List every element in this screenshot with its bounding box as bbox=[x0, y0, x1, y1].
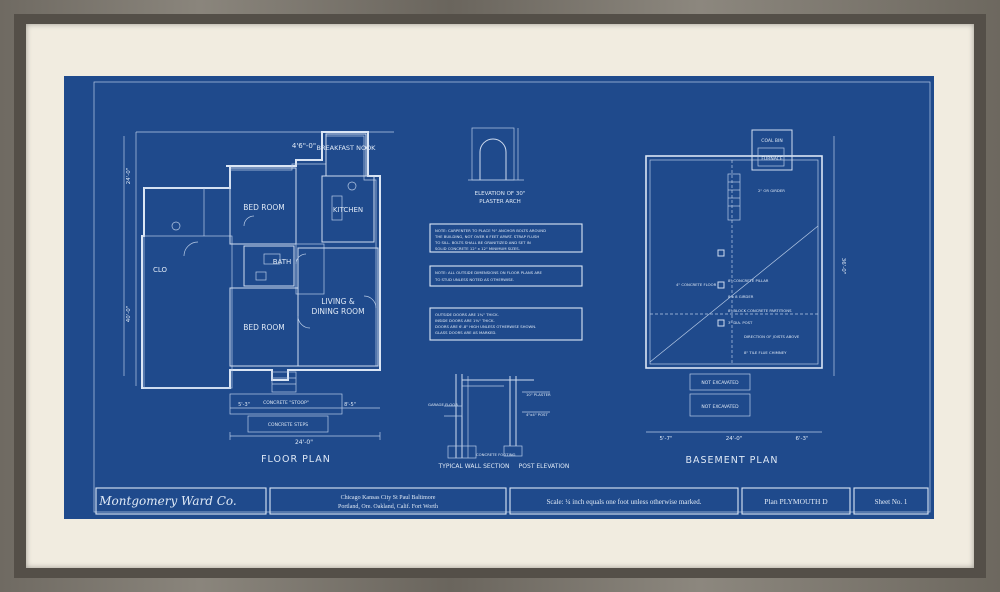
dining-room-label: DINING ROOM bbox=[311, 307, 364, 316]
wall-section-detail bbox=[444, 374, 550, 459]
doors-note-box bbox=[429, 307, 583, 341]
kitchen-label: KITCHEN bbox=[333, 206, 363, 214]
basement-plan bbox=[645, 129, 835, 433]
note1-line-4: SOLID CONCRETE 12" x 12" MINIMUM SIZES. bbox=[435, 246, 520, 251]
bath-label: BATH bbox=[273, 258, 292, 266]
clo-label: CLO bbox=[153, 266, 168, 274]
sheet-number: Sheet No. 1 bbox=[875, 498, 908, 506]
right-offset-dimension: 8'-5" bbox=[344, 402, 356, 408]
bed-room-1-label: BED ROOM bbox=[243, 203, 285, 212]
plan-name: Plan PLYMOUTH D bbox=[764, 497, 828, 506]
coal-bin-label: COAL BIN bbox=[761, 138, 782, 144]
note3-line-1: OUTSIDE DOORS ARE 1¾" THICK. bbox=[435, 312, 499, 317]
post-elevation-title: POST ELEVATION bbox=[519, 463, 570, 470]
dia-post-label: 3" DIA. POST bbox=[728, 320, 753, 325]
note2-line-2: TO STUD UNLESS NOTED AS OTHERWISE. bbox=[434, 277, 514, 282]
floor-plan bbox=[123, 131, 394, 440]
garage-area bbox=[143, 235, 233, 389]
cities-line-1: Chicago Kansas City St Paul Baltimore bbox=[341, 495, 436, 501]
note3-line-3: DOORS ARE 6'-8" HIGH UNLESS OTHERWISE SH… bbox=[435, 324, 536, 329]
floor-plan-title: FLOOR PLAN bbox=[261, 454, 331, 465]
overall-width-dimension: 24'-0" bbox=[295, 439, 313, 446]
concrete-floor-label: 4" CONCRETE FLOOR bbox=[676, 282, 717, 287]
not-excavated-label-1: NOT EXCAVATED bbox=[701, 380, 739, 386]
breakfast-nook-label: BREAKFAST NOOK bbox=[317, 144, 377, 152]
left-side-dimension-b: 40'-0" bbox=[126, 306, 132, 323]
concrete-footing-label: CONCRETE FOOTING bbox=[476, 452, 516, 457]
title-block bbox=[95, 487, 929, 515]
bed-room-2-label: BED ROOM bbox=[243, 323, 285, 332]
plaster-arch-elevation bbox=[468, 127, 524, 181]
breakfast-nook bbox=[325, 133, 367, 177]
not-excavated-area-2 bbox=[689, 393, 751, 417]
note3-line-2: INSIDE DOORS ARE 1⅜" THICK. bbox=[435, 318, 495, 323]
arch-title-line-2: PLASTER ARCH bbox=[479, 199, 520, 205]
cities-line-2: Portland, Ore. Oakland, Calif. Fort Wort… bbox=[338, 503, 438, 510]
concrete-stoop-label: CONCRETE "STOOP" bbox=[263, 400, 309, 406]
left-offset-dimension: 5'-3" bbox=[238, 402, 250, 408]
left-side-dimension-a: 24'-0" bbox=[126, 168, 132, 185]
note1-line-1: NOTE: CARPENTER TO PLACE ½" ANCHOR BOLTS… bbox=[435, 228, 546, 233]
basement-width-dimension: 24'-0" bbox=[726, 436, 743, 442]
anchor-bolt-note-box bbox=[429, 223, 583, 253]
note1-line-3: TO SILL. BOLTS SHALL BE GRANITIZED AND S… bbox=[434, 240, 531, 245]
sheet-border bbox=[93, 81, 931, 513]
concrete-steps bbox=[247, 415, 329, 433]
block-partitions-label: 8" BLOCK CONCRETE PARTITIONS bbox=[728, 308, 792, 313]
blueprint-drawing: 4'6"-0" BREAKFAST NOOK BED ROOM KITCHEN … bbox=[93, 81, 931, 515]
living-label: LIVING & bbox=[321, 297, 355, 306]
bed-room-2 bbox=[229, 287, 299, 367]
girder-label: 8 x 8 GIRDER bbox=[728, 294, 754, 299]
bath bbox=[243, 245, 295, 287]
dimensions-note-box bbox=[429, 265, 583, 287]
basement-plan-title: BASEMENT PLAN bbox=[685, 455, 778, 466]
note1-line-2: THE BUILDING, NOT OVER 6 FEET APART. STR… bbox=[434, 234, 539, 239]
note3-line-4: GLASS DOORS ARE AS MARKED. bbox=[435, 330, 497, 335]
post-label: 4"x4" POST bbox=[526, 412, 548, 417]
concrete-stoop bbox=[229, 393, 343, 415]
blueprint-sheet: 4'6"-0" BREAKFAST NOOK BED ROOM KITCHEN … bbox=[64, 76, 934, 519]
girder-top-label: 2" OR GIRDER bbox=[758, 188, 785, 193]
concrete-steps-label: CONCRETE STEPS bbox=[268, 422, 308, 428]
basement-outline bbox=[645, 155, 823, 369]
concrete-pillar-label: 8" CONCRETE PILLAR bbox=[728, 278, 769, 283]
arch-title-line-1: ELEVATION OF 30" bbox=[475, 191, 526, 197]
wall-section-title: TYPICAL WALL SECTION bbox=[438, 463, 510, 470]
basement-left-dimension: 5'-7" bbox=[659, 436, 672, 442]
not-excavated-label-2: NOT EXCAVATED bbox=[701, 404, 739, 410]
basement-right-dimension: 6'-3" bbox=[795, 436, 808, 442]
note2-line-1: NOTE: ALL OUTSIDE DIMENSIONS ON FLOOR PL… bbox=[435, 270, 543, 275]
not-excavated-area-1 bbox=[689, 373, 751, 391]
company-name: Montgomery Ward Co. bbox=[98, 494, 236, 508]
chimney-label: 8" TILE FLUE CHIMNEY bbox=[744, 350, 787, 355]
basement-side-dimension: 36'-0" bbox=[840, 258, 846, 275]
garage-floor-label: GARAGE FLOOR bbox=[428, 402, 458, 407]
furnace-label: FURNACE bbox=[761, 156, 783, 162]
plaster-label: 10" PLASTER bbox=[526, 392, 551, 397]
floor-top-dimension: 4'6"-0" bbox=[292, 142, 316, 150]
joists-label: DIRECTION OF JOISTS ABOVE bbox=[744, 334, 800, 339]
coal-bin bbox=[751, 129, 793, 171]
bed-room-1 bbox=[229, 167, 297, 245]
scale-note: Scale: ¼ inch equals one foot unless oth… bbox=[546, 498, 701, 506]
